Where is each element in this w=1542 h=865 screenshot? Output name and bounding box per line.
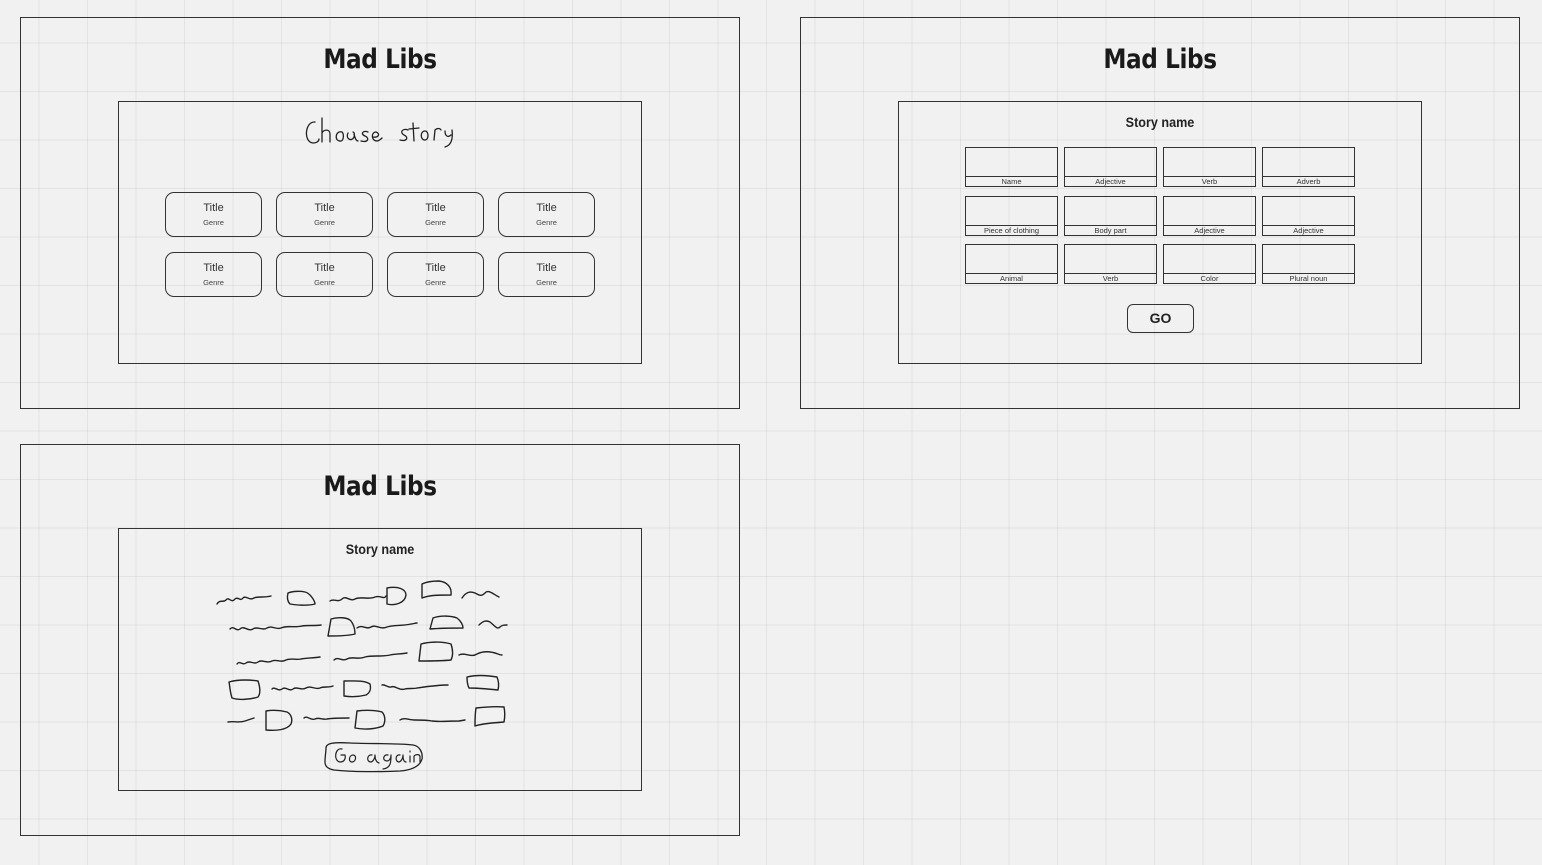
word-input-field[interactable]: Animal	[965, 244, 1058, 284]
field-label: Verb	[1102, 274, 1119, 283]
word-input-field[interactable]: Body part	[1064, 196, 1157, 236]
field-label: Color	[1200, 274, 1219, 283]
story-card[interactable]: Title Genre	[498, 192, 595, 237]
field-label: Adjective	[1194, 226, 1225, 235]
story-card[interactable]: Title Genre	[276, 252, 373, 297]
choose-story-frame: Mad Libs Title Genre Title Genre	[20, 17, 740, 409]
field-label: Animal	[1000, 274, 1023, 283]
field-label: Name	[1001, 177, 1022, 186]
field-divider	[1065, 273, 1156, 274]
app-title: Mad Libs	[323, 44, 437, 75]
word-inputs-frame: Mad Libs Story name Name Adjective Verb …	[800, 17, 1520, 409]
story-name-heading: Story name	[1125, 114, 1195, 130]
story-card-genre: Genre	[314, 278, 335, 287]
story-card-title: Title	[314, 202, 335, 214]
field-label: Adjective	[1293, 226, 1324, 235]
field-divider	[1263, 225, 1354, 226]
story-result-frame: Mad Libs Story name	[20, 444, 740, 836]
story-card-genre: Genre	[203, 278, 224, 287]
word-input-field[interactable]: Verb	[1163, 147, 1256, 187]
field-divider	[1164, 273, 1255, 274]
choose-story-panel: Title Genre Title Genre Title Genre Titl…	[118, 101, 642, 364]
story-name-heading: Story name	[345, 541, 415, 557]
filled-story-scribble	[216, 580, 508, 732]
story-card[interactable]: Title Genre	[387, 252, 484, 297]
field-divider	[966, 273, 1057, 274]
story-card-genre: Genre	[425, 278, 446, 287]
field-divider	[1263, 273, 1354, 274]
story-card[interactable]: Title Genre	[387, 192, 484, 237]
story-card-title: Title	[425, 262, 446, 274]
story-card-genre: Genre	[536, 278, 557, 287]
word-input-field[interactable]: Adverb	[1262, 147, 1355, 187]
field-divider	[1065, 176, 1156, 177]
story-card-title: Title	[536, 262, 557, 274]
word-input-field[interactable]: Piece of clothing	[965, 196, 1058, 236]
story-card-genre: Genre	[425, 218, 446, 227]
field-divider	[1164, 176, 1255, 177]
field-label: Verb	[1201, 177, 1218, 186]
story-card[interactable]: Title Genre	[165, 192, 262, 237]
field-label: Plural noun	[1289, 274, 1328, 283]
story-card[interactable]: Title Genre	[498, 252, 595, 297]
story-card-title: Title	[203, 262, 224, 274]
story-card-title: Title	[314, 262, 335, 274]
field-divider	[1164, 225, 1255, 226]
field-label: Adjective	[1095, 177, 1126, 186]
story-card-genre: Genre	[314, 218, 335, 227]
app-title: Mad Libs	[323, 471, 437, 502]
word-input-field[interactable]: Adjective	[1163, 196, 1256, 236]
choose-story-heading	[305, 117, 453, 148]
word-input-field[interactable]: Color	[1163, 244, 1256, 284]
word-input-field[interactable]: Adjective	[1262, 196, 1355, 236]
field-divider	[966, 225, 1057, 226]
app-title: Mad Libs	[1103, 44, 1217, 75]
word-input-field[interactable]: Verb	[1064, 244, 1157, 284]
story-card-title: Title	[536, 202, 557, 214]
field-label: Piece of clothing	[983, 226, 1040, 235]
story-card-genre: Genre	[203, 218, 224, 227]
story-card-title: Title	[425, 202, 446, 214]
word-input-field[interactable]: Adjective	[1064, 147, 1157, 187]
field-label: Adverb	[1296, 177, 1321, 186]
field-divider	[1065, 225, 1156, 226]
story-result-panel: Story name	[118, 528, 642, 791]
story-card[interactable]: Title Genre	[165, 252, 262, 297]
word-input-field[interactable]: Plural noun	[1262, 244, 1355, 284]
story-card-title: Title	[203, 202, 224, 214]
word-inputs-panel: Story name Name Adjective Verb Adverb Pi…	[898, 101, 1422, 364]
field-divider	[1263, 176, 1354, 177]
go-again-button[interactable]	[322, 740, 426, 776]
field-label: Body part	[1094, 226, 1127, 235]
story-card[interactable]: Title Genre	[276, 192, 373, 237]
go-button[interactable]: GO	[1127, 304, 1194, 333]
story-card-genre: Genre	[536, 218, 557, 227]
word-input-field[interactable]: Name	[965, 147, 1058, 187]
field-divider	[966, 176, 1057, 177]
